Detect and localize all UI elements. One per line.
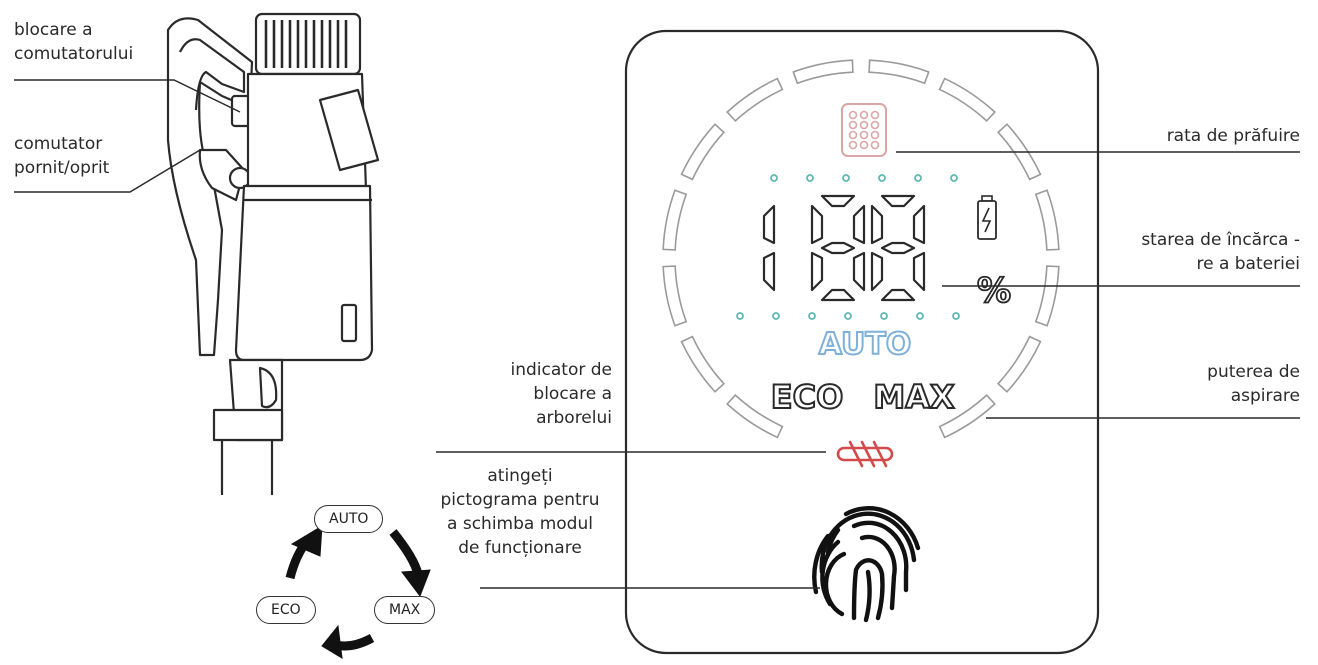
display-panel: [624, 29, 1100, 655]
label-line: de funcționare: [458, 538, 582, 558]
ring-segment: [792, 59, 854, 85]
indicator-dot: [806, 174, 814, 182]
label-line: atingeți: [487, 466, 553, 486]
digit-segment: [810, 251, 824, 292]
digit-segment: [762, 251, 776, 292]
ring-segment: [662, 189, 688, 251]
power-ring: [662, 59, 1060, 439]
cycle-auto-pill: AUTO: [314, 505, 384, 533]
label-line: pictograma pentru: [440, 490, 600, 510]
digit-segment: [912, 204, 926, 245]
indicator-dot: [952, 312, 960, 320]
digit-segment: [820, 194, 856, 208]
label-line: blocare a: [14, 20, 93, 40]
ring-segment: [1034, 265, 1060, 327]
digit-segment: [880, 241, 916, 255]
digit-segment: [820, 241, 856, 255]
label-line: blocare a: [533, 384, 612, 404]
digit-segment: [852, 251, 866, 292]
ring-segment: [662, 265, 688, 327]
ring-segment: [680, 335, 725, 393]
label-line: indicator de: [510, 360, 613, 380]
digit-segment: [852, 204, 866, 245]
cycle-arrow-icon: [285, 525, 431, 659]
indicator-dot: [844, 312, 852, 320]
digit-segment: [870, 204, 884, 245]
label-line: puterea de: [1207, 362, 1300, 382]
fingerprint-icon: [812, 506, 921, 623]
digit-segment: [762, 204, 776, 245]
indicator-dot: [808, 312, 816, 320]
label-battery-status: starea de încărca - re a bateriei: [1141, 228, 1300, 276]
cycle-eco-pill: ECO: [256, 596, 316, 624]
shaft-lock-icon: [836, 440, 894, 468]
cycle-max-pill: MAX: [374, 596, 436, 624]
leader-lines-left: [14, 79, 241, 193]
mode-auto-label: AUTO: [819, 327, 912, 362]
leader-lines-right: [436, 151, 1300, 589]
indicator-dot: [878, 174, 886, 182]
ring-segment: [726, 394, 784, 439]
indicator-dot: [916, 312, 924, 320]
ring-segment: [938, 394, 996, 439]
label-line: starea de încărca -: [1141, 230, 1300, 250]
label-touch-icon: atingeți pictograma pentru a schimba mod…: [410, 464, 630, 560]
digit-segment: [880, 288, 916, 302]
ring-segment: [938, 77, 996, 122]
label-shaft-lock: indicator de blocare a arborelui: [470, 358, 613, 430]
indicator-dot: [880, 312, 888, 320]
label-line: comutator: [14, 134, 103, 154]
ring-segment: [680, 123, 725, 181]
indicator-dot: [914, 174, 922, 182]
label-line: pornit/oprit: [14, 158, 110, 178]
label-line: a schimba modul: [447, 514, 593, 534]
dust-filter-icon: [841, 103, 887, 157]
ring-segment: [1034, 189, 1060, 251]
label-switch-lock: blocare a comutatorului: [14, 18, 133, 66]
indicator-dot: [770, 174, 778, 182]
mode-max-label: MAX: [873, 378, 955, 416]
percent-sign: %: [977, 271, 1011, 311]
indicator-dot: [842, 174, 850, 182]
ring-segment: [868, 59, 930, 85]
label-power-switch: comutator pornit/oprit: [14, 132, 109, 180]
digit-segment: [870, 251, 884, 292]
indicator-dot: [736, 312, 744, 320]
ring-segment: [726, 77, 784, 122]
digit-segment: [820, 288, 856, 302]
digit-segment: [880, 194, 916, 208]
label-line: comutatorului: [14, 44, 134, 64]
vacuum-handle-illustration: [166, 12, 380, 495]
label-line: re a bateriei: [1196, 254, 1300, 274]
battery-charging-icon: [977, 195, 997, 240]
digit-display: [762, 194, 926, 302]
indicator-dot: [772, 312, 780, 320]
mode-eco-label: ECO: [771, 378, 844, 416]
indicator-dot: [950, 174, 958, 182]
indicator-dots: [736, 174, 960, 320]
label-suction-power: puterea de aspirare: [1207, 360, 1300, 408]
digit-segment: [810, 204, 824, 245]
label-line: aspirare: [1230, 386, 1300, 406]
ring-segment: [997, 335, 1042, 393]
label-line: arborelui: [536, 408, 612, 428]
digit-segment: [912, 251, 926, 292]
label-dust-rate: rata de prăfuire: [1166, 126, 1300, 146]
